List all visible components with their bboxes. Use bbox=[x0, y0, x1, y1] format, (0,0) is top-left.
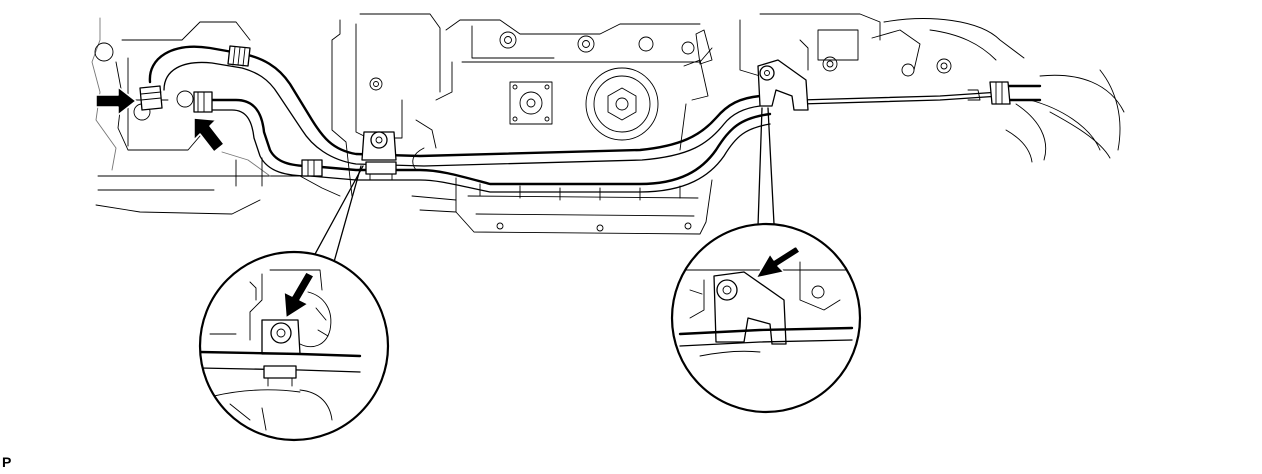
right-detail-view bbox=[670, 222, 862, 414]
right-clamp-bracket bbox=[757, 59, 809, 111]
cooler-tube-upper bbox=[148, 45, 762, 167]
tube-fittings bbox=[139, 45, 1011, 177]
pointer-arrow-icon bbox=[95, 86, 137, 116]
callout-lines bbox=[313, 107, 775, 263]
pointer-arrow-icon bbox=[193, 117, 225, 153]
pointer-arrow-icon bbox=[755, 245, 801, 279]
left-clamp-bracket bbox=[361, 131, 397, 181]
cooler-tube-lower bbox=[200, 98, 772, 193]
left-detail-view bbox=[198, 250, 390, 442]
figure-corner-label: P bbox=[2, 454, 12, 470]
pointer-arrow-icon bbox=[283, 271, 315, 319]
engine-outline bbox=[91, 13, 1125, 235]
